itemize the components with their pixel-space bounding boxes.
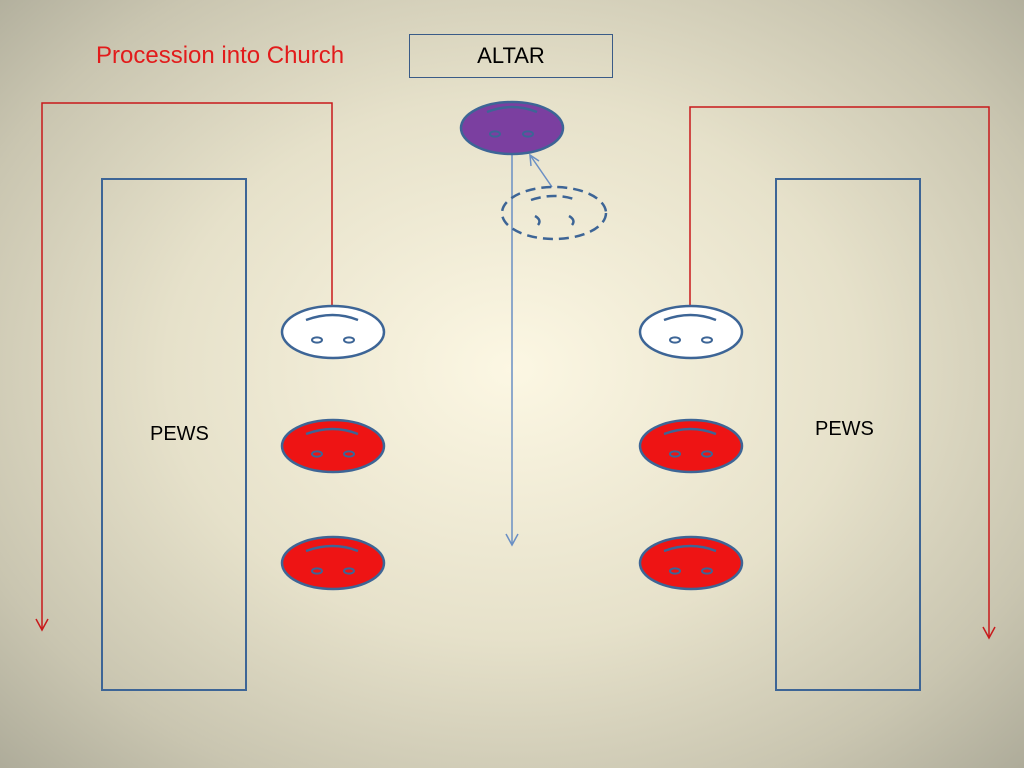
red-right-1-eye-1 [669,450,681,458]
priest-head [459,100,565,156]
white-server-left-brow [305,313,359,322]
left-route-arrowhead [35,618,49,632]
white-server-right-figure [638,304,744,360]
altar-box: ALTAR [409,34,613,78]
red-right-2-brow [663,544,717,553]
red-right-2-figure [638,535,744,591]
center-aisle-arrow [505,154,519,547]
white-server-left-eye-1 [311,336,323,344]
right-route-line [689,106,990,638]
red-right-1-eye-2 [701,450,713,458]
red-right-1-brow [663,427,717,436]
red-left-2-eye-2 [343,567,355,575]
left-route-arrow [35,102,333,632]
red-left-2-brow [305,544,359,553]
white-server-left-figure [280,304,386,360]
pews-right-label: PEWS [815,418,874,440]
dashed-figure [500,185,608,241]
dashed-head [500,185,608,241]
pews-left-label: PEWS [150,423,209,445]
red-left-1-eye-1 [311,450,323,458]
altar-label: ALTAR [477,43,545,68]
right-route-arrowhead [982,626,996,640]
pews-right: PEWS [775,178,921,691]
red-right-2-eye-1 [669,567,681,575]
red-left-2-figure [280,535,386,591]
priest-figure [459,100,565,156]
priest-right-eye [522,130,534,138]
dashed-brow [530,194,578,202]
dashed-right-eye [568,214,575,226]
pews-left: PEWS [101,178,247,691]
small-approach-arrow [529,153,553,188]
red-right-2-eye-2 [701,567,713,575]
diagram-title: Procession into Church [96,42,345,69]
approach-line [529,154,553,188]
priest-brow [486,105,538,114]
left-route-line [41,102,333,630]
white-server-right-eye-1 [669,336,681,344]
white-server-right-brow [663,313,717,322]
red-left-2-eye-1 [311,567,323,575]
white-server-right-eye-2 [701,336,713,344]
white-server-left-eye-2 [343,336,355,344]
priest-left-eye [489,130,501,138]
red-left-1-eye-2 [343,450,355,458]
approach-arrowhead [529,153,540,167]
red-left-1-figure [280,418,386,474]
right-route-arrow [689,106,996,640]
dashed-left-eye [534,214,541,226]
red-right-1-figure [638,418,744,474]
center-aisle-arrowhead [505,533,519,547]
red-left-1-brow [305,427,359,436]
